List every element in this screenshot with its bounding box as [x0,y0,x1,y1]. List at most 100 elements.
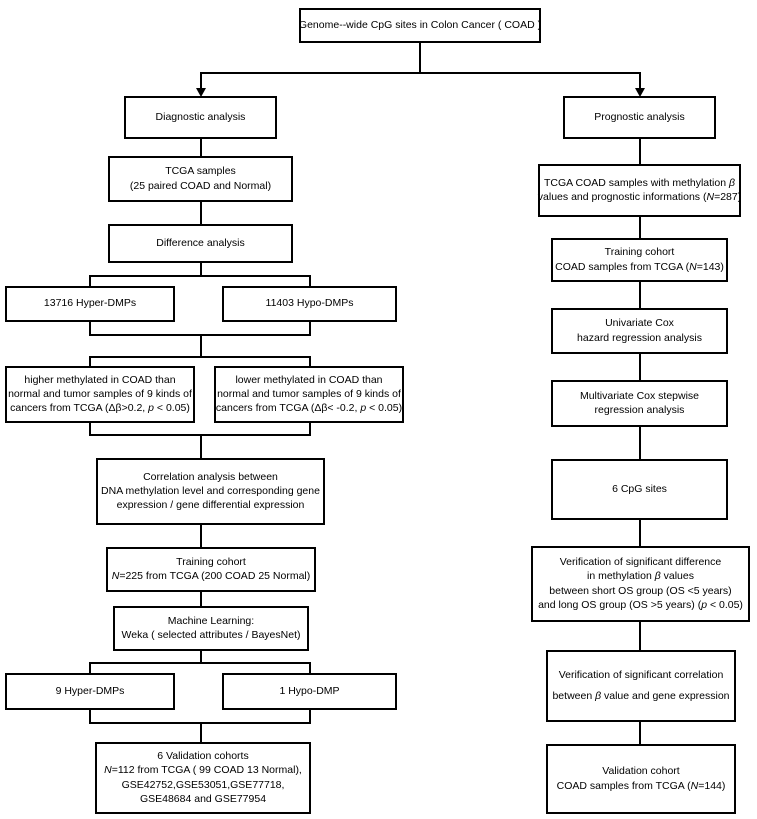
node-tcga-coad-samples[interactable]: TCGA COAD samples with methylation β val… [538,164,741,217]
node-left-training-cohort[interactable]: Training cohort N=225 from TCGA (200 COA… [106,547,316,592]
node-diagnostic-analysis[interactable]: Diagnostic analysis [124,96,277,139]
connector-right-2 [639,217,641,238]
node-tcga-coad-samples-line1: TCGA COAD samples with methylation β [544,176,735,189]
node-validation-cohorts-line2: N=112 from TCGA ( 99 COAD 13 Normal), [104,764,302,777]
node-title-text: Genome--wide CpG sites in Colon Cancer (… [298,18,542,31]
node-univariate-cox-line1: Univariate Cox [605,317,674,330]
connector-right-3 [639,282,641,308]
node-correlation-analysis-line1: Correlation analysis between [143,470,278,483]
node-right-training-cohort[interactable]: Training cohort COAD samples from TCGA (… [551,238,728,282]
connector-left-5-up-a [89,423,91,435]
node-lower-methylated-line3: cancers from TCGA (Δβ< -0.2, p < 0.05) [215,402,403,414]
connector-left-9-up-a [89,710,91,723]
node-correlation-analysis[interactable]: Correlation analysis between DNA methyla… [96,458,325,525]
node-verification-correlation[interactable]: Verification of significant correlation … [546,650,736,722]
connector-right-7 [639,622,641,650]
node-tcga-samples[interactable]: TCGA samples (25 paired COAD and Normal) [108,156,293,202]
node-6-cpg-sites-line1: 6 CpG sites [612,482,667,495]
node-lower-methylated-line2: normal and tumor samples of 9 kinds of [217,387,401,400]
node-left-training-cohort-line2: N=225 from TCGA (200 COAD 25 Normal) [111,570,311,582]
connector-left-7 [200,592,202,606]
node-validation-cohorts-line3: GSE42752,GSE53051,GSE77718, [121,778,285,791]
node-multivariate-cox-line2: regression analysis [594,404,685,416]
node-tcga-coad-samples-line2: values and prognostic informations (N=28… [537,191,742,203]
node-right-training-cohort-line2: COAD samples from TCGA (N=143) [555,260,724,273]
node-tcga-samples-line2: (25 paired COAD and Normal) [129,179,272,192]
node-diagnostic-analysis-text: Diagnostic analysis [155,110,246,123]
connector-left-2 [200,202,202,224]
node-difference-analysis-line1: Difference analysis [156,236,245,249]
node-lower-methylated[interactable]: lower methylated in COAD than normal and… [214,366,404,423]
node-prognostic-analysis-text: Prognostic analysis [594,110,685,123]
connector-left-4-up-a [89,322,91,335]
node-validation-cohorts-line4: GSE48684 and GSE77954 [139,792,267,805]
connector-left-4-drop-b [309,356,311,366]
connector-left-6 [200,525,202,547]
node-9-hyper-dmps[interactable]: 9 Hyper-DMPs [5,673,175,710]
node-validation-cohorts-line1: 6 Validation cohorts [157,750,249,763]
node-higher-methylated-line3: cancers from TCGA (Δβ>0.2, p < 0.05) [10,402,190,414]
connector-left-8-bar [89,662,311,664]
arrow-to-prognostic [635,88,645,97]
connector-left-5-stem [200,434,202,458]
node-left-training-cohort-line1: Training cohort [176,555,246,568]
connector-left-3-bar [89,275,311,277]
node-hyper-dmps[interactable]: 13716 Hyper-DMPs [5,286,175,322]
node-verification-difference[interactable]: Verification of significant difference i… [531,546,750,622]
node-difference-analysis[interactable]: Difference analysis [108,224,293,263]
node-verification-difference-line4: and long OS group (OS >5 years) (p < 0.0… [538,598,743,611]
node-hypo-dmps[interactable]: 11403 Hypo-DMPs [222,286,397,322]
connector-left-8-drop-a [89,662,91,673]
node-right-validation-cohort-line2: COAD samples from TCGA (N=144) [556,779,726,792]
connector-left-3-drop-b [309,275,311,286]
node-correlation-analysis-line2: DNA methylation level and corresponding … [101,484,320,497]
node-1-hypo-dmp-line1: 1 Hypo-DMP [279,684,340,697]
node-right-training-cohort-line1: Training cohort [604,246,675,259]
node-prognostic-analysis[interactable]: Prognostic analysis [563,96,716,139]
node-verification-difference-line2: in methylation β values [587,570,694,583]
connector-left-8-stem [200,651,202,663]
connector-left-5-up-b [309,423,311,435]
connector-title-stem [419,43,421,73]
node-genome-wide-cpg-sites[interactable]: Genome--wide CpG sites in Colon Cancer (… [299,8,541,43]
node-verification-difference-line1: Verification of significant difference [559,556,722,569]
connector-top-distributor [200,72,640,74]
node-9-hyper-dmps-line1: 9 Hyper-DMPs [55,684,125,697]
connector-left-4-bar [89,356,311,358]
connector-left-4-up-b [309,322,311,335]
node-higher-methylated-line1: higher methylated in COAD than [24,373,176,386]
connector-top-right-drop [639,72,641,90]
node-univariate-cox-line2: hazard regression analysis [577,331,702,344]
connector-left-3-drop-a [89,275,91,286]
connector-right-6 [639,520,641,546]
connector-right-5 [639,427,641,459]
node-6-cpg-sites[interactable]: 6 CpG sites [551,459,728,520]
node-machine-learning[interactable]: Machine Learning: Weka ( selected attrib… [113,606,309,651]
arrow-to-diagnostic [196,88,206,97]
node-machine-learning-line2: Weka ( selected attributes / BayesNet) [121,629,301,641]
node-verification-correlation-line2: between β value and gene expression [552,690,730,703]
node-higher-methylated-line2: normal and tumor samples of 9 kinds of [8,387,192,400]
node-tcga-samples-line1: TCGA samples [165,165,236,178]
connector-right-8 [639,722,641,744]
node-validation-cohorts[interactable]: 6 Validation cohorts N=112 from TCGA ( 9… [95,742,311,814]
connector-left-1 [200,139,202,156]
connector-left-8-drop-b [309,662,311,673]
node-multivariate-cox[interactable]: Multivariate Cox stepwise regression ana… [551,380,728,427]
node-right-validation-cohort-line1: Validation cohort [602,765,680,778]
connector-left-9-up-b [309,710,311,723]
node-machine-learning-line1: Machine Learning: [167,614,255,627]
connector-left-4-drop-a [89,356,91,366]
connector-left-3-stem [200,263,202,276]
node-univariate-cox[interactable]: Univariate Cox hazard regression analysi… [551,308,728,354]
node-multivariate-cox-line1: Multivariate Cox stepwise [579,389,700,402]
connector-left-9-stem [200,722,202,742]
node-higher-methylated[interactable]: higher methylated in COAD than normal an… [5,366,195,423]
node-right-validation-cohort[interactable]: Validation cohort COAD samples from TCGA… [546,744,736,814]
node-1-hypo-dmp[interactable]: 1 Hypo-DMP [222,673,397,710]
node-correlation-analysis-line3: expression / gene differential expressio… [116,499,305,511]
connector-right-1 [639,139,641,164]
node-lower-methylated-line1: lower methylated in COAD than [235,373,383,386]
node-verification-correlation-line1: Verification of significant correlation [558,668,724,681]
